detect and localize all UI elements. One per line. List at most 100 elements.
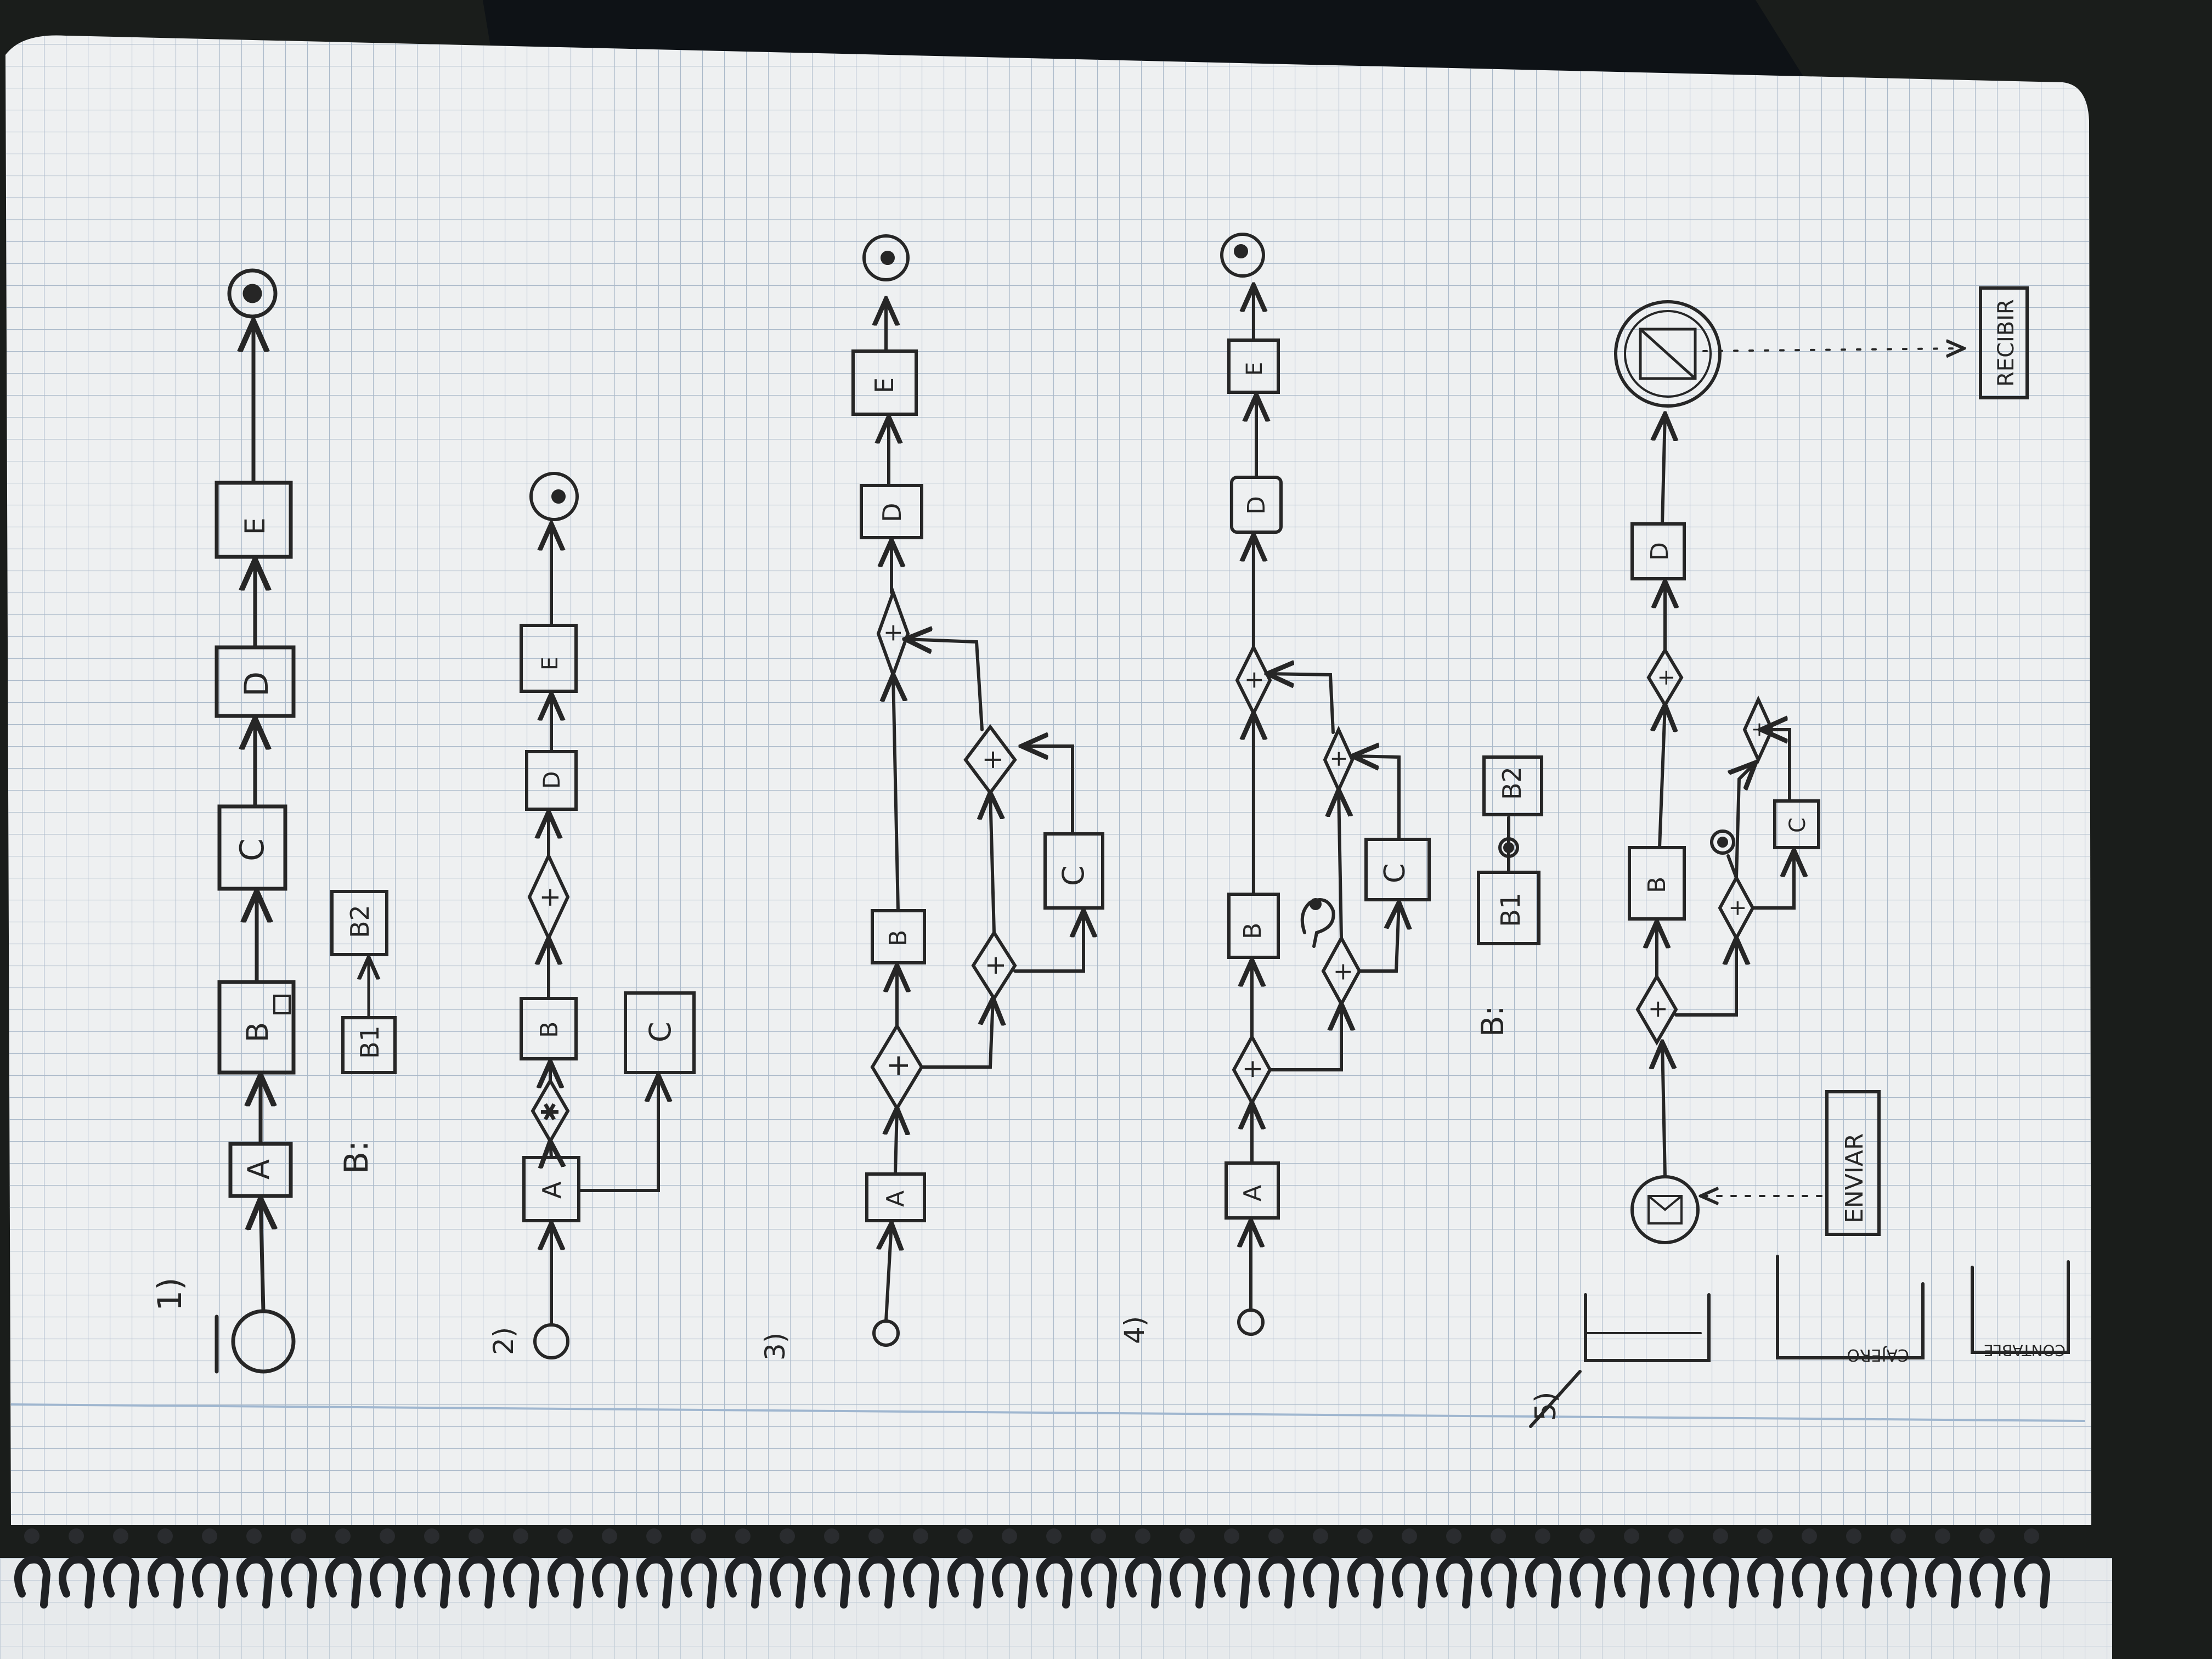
sequence-flow [1751, 850, 1794, 910]
task-label: C [1056, 865, 1091, 886]
spiral-ring [992, 1555, 1029, 1609]
gateway-marker: + [1644, 999, 1672, 1019]
end-dot [242, 284, 262, 303]
binding-hole [1268, 1528, 1284, 1544]
binding-hole [1668, 1528, 1684, 1544]
margin-line [10, 1403, 2085, 1422]
sequence-flow [1267, 674, 1335, 734]
binding-hole [646, 1528, 662, 1544]
spiral-ring [59, 1555, 95, 1609]
binding-hole [735, 1528, 751, 1544]
task-box [624, 991, 696, 1074]
underline-mark [1529, 1370, 1582, 1428]
message-end-inner [1624, 310, 1712, 398]
sequence-flow [1022, 746, 1074, 836]
binding-hole [868, 1528, 884, 1544]
task-label: D [1243, 496, 1271, 515]
spiral-ring [814, 1555, 851, 1609]
binding-hole [913, 1528, 928, 1544]
binding-hole [557, 1528, 573, 1544]
binding-hole [1935, 1528, 1950, 1544]
spiral-ring [1658, 1555, 1695, 1609]
end-event [1220, 233, 1265, 278]
spiral-ring [1925, 1555, 1962, 1609]
binding-hole [246, 1528, 262, 1544]
binding-hole [957, 1528, 973, 1544]
sketch-number: 1) [151, 1277, 189, 1311]
grid-pattern [5, 35, 2091, 1526]
gateway-marker: + [879, 623, 907, 643]
sequence-flow [1339, 790, 1341, 940]
spiral-ring [1481, 1555, 1517, 1609]
spiral-ring [192, 1555, 229, 1609]
spiral-ring [1125, 1555, 1162, 1609]
spiral-ring [148, 1555, 184, 1609]
sequence-flow [920, 998, 993, 1069]
spiral-ring [1303, 1555, 1340, 1609]
spiral-ring [947, 1555, 984, 1609]
spiral-ring [1703, 1555, 1740, 1609]
sketch-1: 1) A B C D E B: B1 B2 [151, 268, 397, 1374]
spiral-ring [1036, 1555, 1073, 1609]
binding-hole [1402, 1528, 1417, 1544]
binding-hole [1002, 1528, 1017, 1544]
spiral-ring [370, 1555, 407, 1609]
task-label: B [1239, 923, 1267, 939]
task-label: D [1646, 542, 1674, 561]
binding-hole [202, 1528, 217, 1544]
spiral-ring [592, 1555, 629, 1609]
exclusive-gateway [1742, 695, 1774, 764]
binding-hole [1091, 1528, 1106, 1544]
sequence-flow [1736, 763, 1756, 879]
binding-hole [335, 1528, 351, 1544]
task-label: D [877, 503, 907, 522]
binding-hole [1135, 1528, 1150, 1544]
lane-header [1584, 1293, 1711, 1362]
spiral-ring [1259, 1555, 1295, 1609]
gateway-marker: + [881, 1053, 915, 1078]
sketch-number: 4) [1119, 1316, 1150, 1344]
spiral-ring [281, 1555, 318, 1609]
sequence-flow [1358, 902, 1399, 973]
end-event [227, 268, 278, 319]
task-label: B [1643, 877, 1671, 893]
sequence-flow [905, 639, 984, 731]
gateway-marker: + [980, 955, 1011, 977]
annotation-box [1825, 1090, 1881, 1236]
subprocess-marker [273, 995, 291, 1014]
spiral-ring [725, 1555, 762, 1609]
gateway-marker: + [1240, 670, 1268, 690]
task-label: E [538, 657, 563, 670]
binding-hole [1180, 1528, 1195, 1544]
spiral-ring [770, 1555, 806, 1609]
spiral-ring [1170, 1555, 1206, 1609]
lane-label: CONTABLE [1984, 1341, 2066, 1359]
legend-label: B2 [1497, 766, 1527, 800]
spiral-ring [1836, 1555, 1873, 1609]
sequence-flow [1662, 1042, 1665, 1178]
legend-label: B: [1475, 1006, 1511, 1037]
gateway-marker: + [1326, 749, 1351, 768]
task-box [217, 804, 287, 891]
binding-hole [24, 1528, 40, 1544]
sequence-flow [261, 1199, 263, 1313]
task-label: A [882, 1190, 910, 1207]
binding-hole [824, 1528, 839, 1544]
sequence-flow [1662, 414, 1665, 526]
exclusive-gateway [1323, 725, 1355, 794]
annotation-label: RECIBIR [1994, 299, 2019, 387]
envelope-flap [1647, 1195, 1683, 1211]
gateway-marker: + [1237, 1058, 1267, 1080]
binding-hole [469, 1528, 484, 1544]
task-label: B [535, 1022, 563, 1038]
spiral-ring [1081, 1555, 1118, 1609]
spiral-ring [325, 1555, 362, 1609]
end-dot [881, 251, 895, 265]
binding-hole [1846, 1528, 1861, 1544]
binding-hole [1446, 1528, 1462, 1544]
spiral-ring [1525, 1555, 1562, 1609]
binding-hole [1891, 1528, 1906, 1544]
spiral-ring [1614, 1555, 1651, 1609]
binding-hole [2024, 1528, 2039, 1544]
binding-hole [1579, 1528, 1595, 1544]
